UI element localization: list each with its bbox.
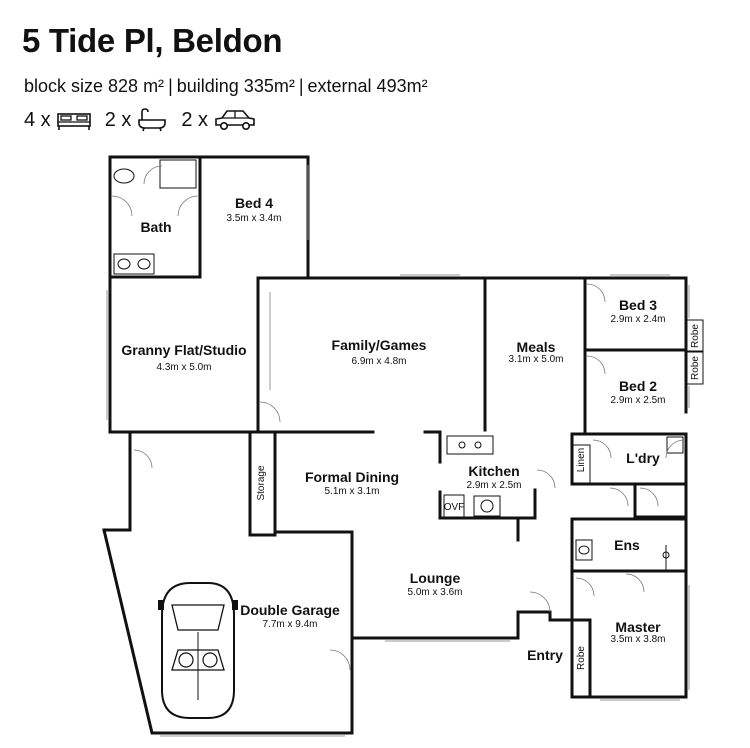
separator: | (298, 76, 304, 96)
property-stats: block size 828 m²|building 335m²|externa… (24, 76, 428, 97)
bed4-dims: 3.5m x 3.4m (226, 213, 281, 224)
laundry-label: L'dry (626, 450, 660, 466)
walls (102, 155, 688, 735)
fixtures (113, 159, 704, 698)
car-icon (215, 110, 255, 131)
windows (106, 165, 690, 737)
lounge-label: Lounge (410, 570, 461, 586)
entry-label: Entry (527, 647, 563, 663)
bedroom-count-text: 4 x (24, 108, 51, 131)
granny-dims: 4.3m x 5.0m (156, 362, 211, 373)
block-size: block size 828 m² (24, 76, 165, 96)
building-size: building 335m² (176, 76, 295, 96)
kitchen-dims: 2.9m x 2.5m (466, 480, 521, 491)
bath-label: Bath (140, 219, 171, 235)
bathroom-count: 2 x (105, 108, 168, 132)
separator: | (168, 76, 173, 96)
car-drawing (158, 582, 238, 719)
bath-icon (138, 108, 167, 132)
formal-dims: 5.1m x 3.1m (324, 486, 379, 497)
bedroom-count: 4 x (24, 108, 91, 132)
granny-label: Granny Flat/Studio (121, 342, 246, 358)
bed2-dims: 2.9m x 2.5m (610, 395, 665, 406)
bed2-label: Bed 2 (619, 378, 657, 394)
bed3-dims: 2.9m x 2.4m (610, 314, 665, 325)
ovf-label: OVF (444, 502, 465, 513)
room-labels: Bed 4 3.5m x 3.4m Bath Granny Flat/Studi… (121, 195, 701, 670)
robe-label-2: Robe (690, 356, 701, 380)
feature-counts: 4 x 2 x 2 x (24, 108, 270, 132)
ens-label: Ens (614, 537, 640, 553)
master-label: Master (615, 619, 661, 635)
master-dims: 3.5m x 3.8m (610, 634, 665, 645)
doors (111, 165, 685, 671)
lounge-dims: 5.0m x 3.6m (407, 587, 462, 598)
garage-dims: 7.7m x 9.4m (262, 619, 317, 630)
formal-label: Formal Dining (305, 469, 399, 485)
bed4-label: Bed 4 (235, 195, 273, 211)
robe-label-1: Robe (690, 324, 701, 348)
linen-label: Linen (576, 448, 587, 472)
bathroom-count-text: 2 x (104, 108, 132, 131)
car-count-text: 2 x (181, 108, 209, 131)
kitchen-label: Kitchen (468, 463, 519, 479)
bed3-label: Bed 3 (619, 297, 657, 313)
meals-dims: 3.1m x 5.0m (508, 354, 563, 365)
family-dims: 6.9m x 4.8m (351, 356, 406, 367)
car-count: 2 x (181, 108, 256, 132)
bed-icon (56, 113, 91, 130)
meals-label: Meals (517, 339, 556, 355)
page-title: 5 Tide Pl, Beldon (22, 22, 283, 59)
storage-label: Storage (256, 465, 267, 500)
robe-label-3: Robe (576, 646, 587, 670)
garage-label: Double Garage (240, 602, 340, 618)
external-size: external 493m² (307, 76, 428, 96)
family-label: Family/Games (332, 337, 427, 353)
